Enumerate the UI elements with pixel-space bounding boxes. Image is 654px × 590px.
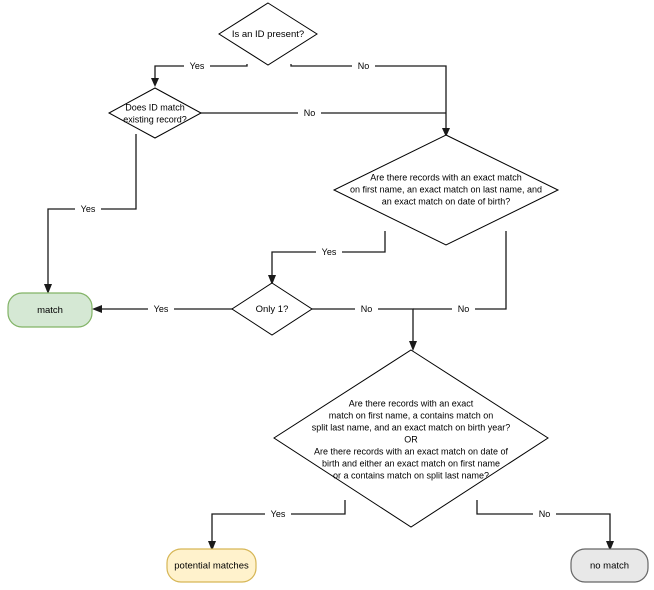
edge-label-text: Yes	[154, 304, 169, 314]
node-terminal-match[interactable]: match	[7, 292, 93, 328]
edge-label-only-one-yes: Yes	[148, 303, 174, 315]
node-does-id-match[interactable]: Does ID match existing record?	[107, 87, 203, 139]
edge-label-text: No	[304, 108, 316, 118]
edge-label-text: Yes	[271, 509, 286, 519]
edge-label-text: No	[361, 304, 373, 314]
edge-label-id-present-no: No	[352, 60, 375, 72]
edge-label-text: Yes	[81, 204, 96, 214]
node-label-line: existing record?	[123, 114, 187, 124]
edge-id-present-no	[290, 64, 450, 137]
node-label-line: match on first name, a contains match on	[329, 410, 494, 420]
edge-label-text: Yes	[322, 247, 337, 257]
node-is-id-present[interactable]: Is an ID present?	[218, 2, 318, 66]
node-exact-match-check[interactable]: Are there records with an exact match on…	[332, 134, 560, 246]
node-only-one[interactable]: Only 1?	[231, 282, 313, 336]
node-label-line: Are there records with an exact match	[370, 172, 522, 182]
edge-label-only-one-no: No	[355, 303, 378, 315]
node-label-line: an exact match on date of birth?	[382, 196, 511, 206]
node-label-line: on first name, an exact match on last na…	[350, 184, 542, 194]
terminal-label: match	[37, 305, 63, 316]
edge-label-id-match-no: No	[298, 107, 321, 119]
node-label-line: Are there records with an exact	[349, 398, 474, 408]
edge-label-text: Yes	[190, 61, 205, 71]
node-label-line: Are there records with an exact match on…	[314, 446, 509, 456]
edge-label-text: No	[539, 509, 551, 519]
node-fuzzy-match-check[interactable]: Are there records with an exact match on…	[273, 349, 549, 528]
node-label-line: split last name, and an exact match on b…	[312, 422, 511, 432]
node-label-line: birth and either an exact match on first…	[322, 458, 500, 468]
edge-label-fuzzy-no: No	[533, 508, 556, 520]
terminal-label: potential matches	[174, 561, 249, 572]
edge-exact-match-no	[413, 231, 507, 310]
edge-label-text: No	[358, 61, 370, 71]
edge-label-id-match-yes: Yes	[75, 203, 101, 215]
edge-fuzzy-yes	[208, 500, 346, 551]
node-label-line: Is an ID present?	[232, 29, 304, 40]
edge-label-exact-match-yes: Yes	[316, 246, 342, 258]
node-terminal-no-match[interactable]: no match	[570, 548, 649, 583]
edge-label-exact-match-no: No	[452, 303, 475, 315]
node-terminal-potential-matches[interactable]: potential matches	[166, 548, 257, 583]
terminal-label: no match	[590, 561, 629, 572]
node-label-line: OR	[404, 434, 418, 444]
node-label-line: Only 1?	[256, 304, 289, 315]
edge-label-text: No	[458, 304, 470, 314]
edge-label-id-present-yes: Yes	[184, 60, 210, 72]
edge-label-fuzzy-yes: Yes	[265, 508, 291, 520]
edge-fuzzy-no	[476, 500, 614, 551]
edge-only-one-no	[312, 308, 417, 351]
node-label-line: Does ID match	[125, 102, 185, 112]
node-label-line: or a contains match on split last name?	[333, 470, 489, 480]
